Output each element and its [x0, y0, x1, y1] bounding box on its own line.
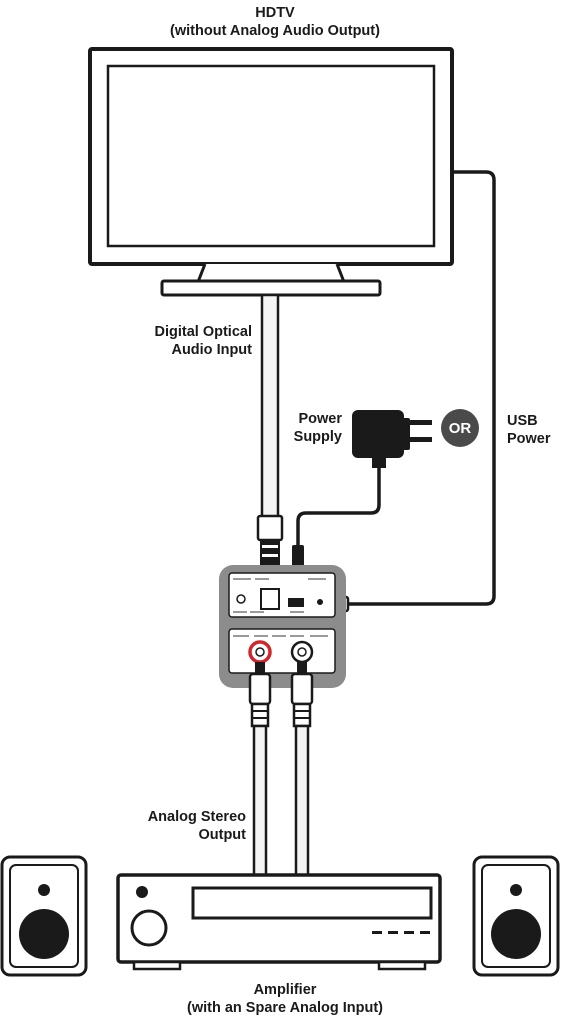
dc-port [317, 599, 323, 605]
usb-port [288, 598, 304, 607]
converter-device [219, 565, 346, 688]
speaker-left [0, 855, 88, 977]
amplifier-power-knob [136, 886, 148, 898]
tv-stand-base [160, 279, 382, 297]
amplifier-subtitle: (with an Spare Analog Input) [186, 1000, 383, 1016]
speaker-right [472, 855, 560, 977]
amplifier-volume-knob [130, 909, 168, 947]
or-badge: OR [441, 409, 479, 447]
hdtv-title: HDTV [255, 5, 295, 21]
usb-power-label: USB Power [507, 412, 567, 448]
optical-label-line2: Audio Input [171, 342, 252, 358]
analog-stereo-line2: Output [198, 827, 246, 843]
front-panel [228, 572, 336, 618]
rca-cable-left [248, 662, 272, 878]
power-led [236, 594, 246, 604]
power-adapter [352, 410, 432, 468]
analog-stereo-label: Analog Stereo Output [100, 808, 246, 844]
tv-stand-neck [195, 263, 347, 284]
optical-plug [256, 514, 284, 542]
analog-stereo-line1: Analog Stereo [147, 809, 246, 825]
optical-cable [256, 293, 284, 566]
power-supply-line2: Supply [293, 429, 342, 445]
optical-label: Digital Optical Audio Input [110, 323, 253, 359]
rca-cable-right [290, 662, 314, 878]
power-supply-label: Power Supply [270, 410, 342, 446]
amplifier-title: Amplifier [253, 982, 317, 998]
optical-label-line1: Digital Optical [154, 324, 253, 340]
tv-screen [106, 64, 436, 248]
hdtv-label: HDTV (without Analog Audio Output) [140, 4, 410, 40]
usb-power-line2: Power [507, 431, 551, 447]
power-cable [296, 468, 381, 546]
hdtv-illustration [88, 47, 454, 297]
amplifier-foot-right [377, 960, 427, 971]
power-supply-line1: Power [298, 411, 342, 427]
amplifier-label: Amplifier (with an Spare Analog Input) [125, 981, 445, 1017]
amplifier-display [191, 886, 433, 920]
amplifier-illustration [116, 873, 442, 971]
hdtv-subtitle: (without Analog Audio Output) [170, 23, 380, 39]
usb-power-cable [348, 170, 496, 606]
usb-power-line1: USB [507, 413, 538, 429]
amplifier-foot-left [132, 960, 182, 971]
optical-port [260, 588, 280, 610]
